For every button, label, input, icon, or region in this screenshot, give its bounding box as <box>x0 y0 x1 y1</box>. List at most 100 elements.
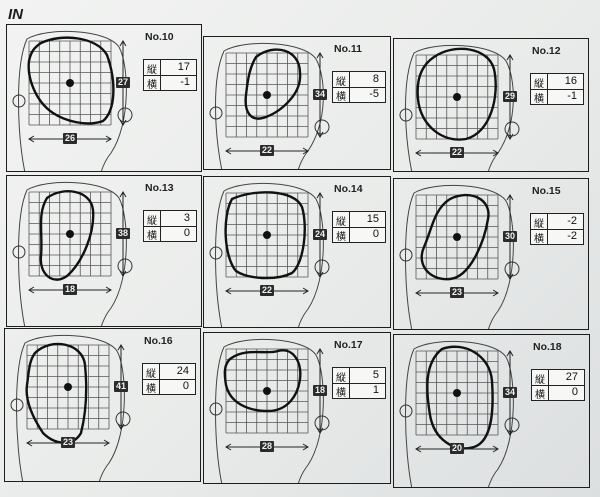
vertical-row: 縦 16 <box>531 74 583 90</box>
pin-position-marker <box>453 93 461 101</box>
green-outline <box>224 191 306 280</box>
green-outline <box>223 349 302 413</box>
horizontal-row: 横 0 <box>144 226 196 242</box>
depth-label: 18 <box>313 385 328 396</box>
vertical-value: 8 <box>372 73 379 85</box>
pin-position-marker <box>66 79 74 87</box>
vertical-value: 3 <box>183 212 190 224</box>
horizontal-key: 横 <box>147 80 157 91</box>
depth-label: 29 <box>503 91 518 102</box>
vertical-key: 縦 <box>336 373 346 384</box>
horizontal-value: 0 <box>183 227 190 239</box>
green-drawing <box>399 185 520 329</box>
green-drawing <box>12 31 133 171</box>
bunker <box>209 106 223 120</box>
fairway-outline <box>18 31 127 171</box>
horizontal-value: -2 <box>567 230 577 242</box>
hole-number: No.15 <box>532 185 561 197</box>
green-drawing <box>209 43 330 169</box>
hole-number: No.11 <box>334 43 363 55</box>
horizontal-row: 横 -2 <box>531 229 583 245</box>
pin-offset-box: 縦 8 横 -5 <box>332 71 386 103</box>
green-drawing <box>209 339 330 483</box>
pin-position-marker <box>66 230 74 238</box>
vertical-value: 27 <box>565 371 578 383</box>
green-outline <box>416 47 497 141</box>
vertical-row: 縦 -2 <box>531 214 583 230</box>
fairway-outline <box>215 339 324 483</box>
hole-number: No.12 <box>532 45 561 57</box>
vertical-row: 縦 17 <box>144 60 196 76</box>
vertical-value: 16 <box>564 75 577 87</box>
hole-number: No.14 <box>334 183 363 195</box>
horizontal-row: 横 -1 <box>531 89 583 105</box>
width-label: 22 <box>450 147 465 158</box>
vertical-row: 縦 8 <box>333 72 385 88</box>
green-drawing <box>10 335 131 481</box>
green-drawing <box>399 341 520 487</box>
pin-offset-box: 縦 -2 横 -2 <box>530 213 584 245</box>
divider <box>349 72 350 87</box>
vertical-value: 15 <box>366 213 379 225</box>
vertical-key: 縦 <box>336 77 346 88</box>
green-outline <box>244 48 302 120</box>
horizontal-value: 0 <box>372 228 379 240</box>
pin-position-marker <box>453 389 461 397</box>
hole-number: No.18 <box>533 341 562 353</box>
width-label: 18 <box>63 284 78 295</box>
divider <box>159 364 160 379</box>
divider <box>349 368 350 383</box>
divider <box>547 89 548 104</box>
bunker <box>10 398 24 412</box>
horizontal-row: 横 -5 <box>333 87 385 103</box>
pin-offset-box: 縦 5 横 1 <box>332 367 386 399</box>
bunker <box>399 108 413 122</box>
divider <box>160 75 161 90</box>
pin-position-marker <box>263 387 271 395</box>
bunker <box>12 245 26 259</box>
green-outline <box>420 193 490 281</box>
vertical-value: 24 <box>176 365 189 377</box>
divider <box>547 229 548 244</box>
horizontal-row: 横 -1 <box>144 75 196 91</box>
hole-number: No.13 <box>145 182 174 194</box>
horizontal-value: 1 <box>372 384 379 396</box>
fairway-outline <box>405 185 514 329</box>
vertical-row: 縦 5 <box>333 368 385 384</box>
fairway-outline <box>405 45 514 171</box>
width-label: 20 <box>450 443 465 454</box>
depth-label: 27 <box>116 77 131 88</box>
hole-number: No.10 <box>145 31 174 43</box>
horizontal-key: 横 <box>534 234 544 245</box>
hole-number: No.16 <box>144 335 173 347</box>
vertical-key: 縦 <box>336 217 346 228</box>
divider <box>160 226 161 241</box>
bunker <box>399 248 413 262</box>
divider <box>548 385 549 400</box>
vertical-row: 縦 15 <box>333 212 385 228</box>
horizontal-key: 横 <box>336 232 346 243</box>
divider <box>547 74 548 89</box>
pin-offset-box: 縦 17 横 -1 <box>143 59 197 91</box>
pin-offset-box: 縦 16 横 -1 <box>530 73 584 105</box>
width-label: 28 <box>260 441 275 452</box>
divider <box>349 227 350 242</box>
bunker <box>399 404 413 418</box>
vertical-key: 縦 <box>534 219 544 230</box>
vertical-key: 縦 <box>534 79 544 90</box>
fairway-outline <box>215 183 324 327</box>
vertical-key: 縦 <box>147 216 157 227</box>
width-label: 22 <box>260 285 275 296</box>
divider <box>349 383 350 398</box>
horizontal-key: 横 <box>146 384 156 395</box>
bunker <box>209 402 223 416</box>
hole-number: No.17 <box>334 339 363 351</box>
vertical-row: 縦 3 <box>144 211 196 227</box>
